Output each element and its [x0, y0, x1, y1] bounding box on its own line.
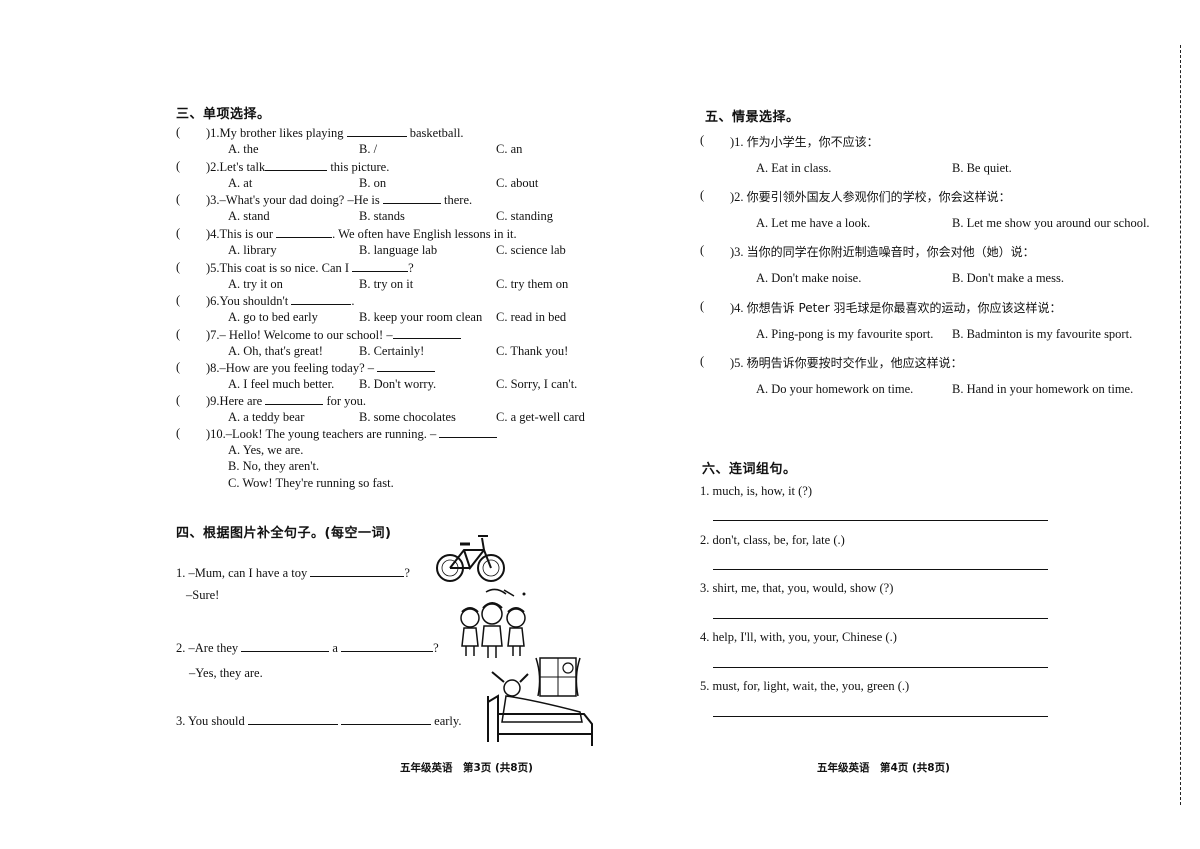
option-a: A. Let me have a look.	[756, 216, 871, 230]
binding-dashed-line	[1180, 45, 1187, 805]
answer-blank[interactable]	[439, 426, 498, 438]
option-c: C. about	[496, 176, 539, 190]
section-5-title: 五、情景选择。	[705, 110, 800, 125]
answer-blank[interactable]	[341, 713, 432, 725]
option-b: B. language lab	[359, 243, 438, 257]
answer-blank[interactable]	[276, 226, 333, 238]
answer-paren[interactable]: (	[176, 260, 181, 274]
option-a: A. at	[228, 176, 253, 190]
option-c: C. a get-well card	[496, 410, 585, 424]
children-picture	[460, 588, 526, 658]
answer-paren[interactable]: (	[700, 354, 705, 368]
option-a: A. try it on	[228, 277, 283, 291]
option-b: B. try on it	[359, 277, 414, 291]
answer-paren[interactable]: (	[176, 327, 181, 341]
answer-line-1[interactable]	[713, 520, 1048, 521]
option-a: A. Ping-pong is my favourite sport.	[756, 327, 934, 341]
answer-paren[interactable]: (	[176, 192, 181, 206]
answer-line-3[interactable]	[713, 618, 1048, 619]
option-c: C. read in bed	[496, 310, 567, 324]
answer-paren[interactable]: (	[176, 393, 181, 407]
right-page: 五、情景选择。 ( )1. 作为小学生，你不应该： A. Eat in clas…	[700, 0, 1170, 849]
answer-blank[interactable]	[382, 192, 441, 204]
sentence-words-1: 1. much, is, how, it (?)	[700, 484, 813, 498]
answer-blank[interactable]	[392, 327, 461, 339]
answer-paren[interactable]: (	[176, 125, 181, 139]
option-b: B. Don't worry.	[359, 377, 437, 391]
picture-question-3: 3. You should early.	[176, 713, 462, 728]
option-b: B. No, they aren't.	[228, 459, 320, 473]
answer-blank[interactable]	[346, 125, 407, 137]
option-a: A. go to bed early	[228, 310, 318, 324]
answer-blank[interactable]	[241, 640, 330, 652]
answer-paren[interactable]: (	[700, 299, 705, 313]
option-a: A. a teddy bear	[228, 410, 305, 424]
option-c: C. Wow! They're running so fast.	[228, 476, 394, 490]
answer-blank[interactable]	[265, 159, 328, 171]
option-b: B. Let me show you around our school.	[952, 216, 1150, 230]
answer-blank[interactable]	[377, 360, 436, 372]
page-footer: 五年级英语 第4页 (共8页)	[817, 762, 950, 774]
sentence-words-2: 2. don't, class, be, for, late (.)	[700, 533, 845, 547]
option-c: C. Sorry, I can't.	[496, 377, 578, 391]
answer-blank[interactable]	[291, 293, 352, 305]
sentence-words-3: 3. shirt, me, that, you, would, show (?)	[700, 581, 894, 595]
answer-paren[interactable]: (	[700, 243, 705, 257]
option-a: A. I feel much better.	[228, 377, 335, 391]
option-a: A. library	[228, 243, 277, 257]
option-b: B. some chocolates	[359, 410, 456, 424]
section-4-title: 四、根据图片补全句子。(每空一词)	[176, 526, 392, 541]
answer-paren[interactable]: (	[176, 159, 181, 173]
answer-paren[interactable]: (	[700, 133, 705, 147]
picture-question-1: 1. –Mum, can I have a toy ?	[176, 565, 410, 580]
answer-paren[interactable]: (	[176, 426, 181, 440]
option-b: B. Badminton is my favourite sport.	[952, 327, 1133, 341]
answer-line-4[interactable]	[713, 667, 1048, 668]
sentence-words-5: 5. must, for, light, wait, the, you, gre…	[700, 679, 910, 693]
option-b: B. Be quiet.	[952, 161, 1012, 175]
answer-paren[interactable]: (	[176, 360, 181, 374]
option-a: A. Don't make noise.	[756, 271, 862, 285]
answer-paren[interactable]: (	[176, 226, 181, 240]
option-b: B. Hand in your homework on time.	[952, 382, 1134, 396]
option-b: B. keep your room clean	[359, 310, 483, 324]
picture-question-2: 2. –Are they a ?	[176, 640, 439, 655]
option-c: C. Thank you!	[496, 344, 569, 358]
answer-blank[interactable]	[352, 260, 409, 272]
picture-answer-2: –Yes, they are.	[189, 666, 263, 680]
left-page: 三、单项选择。 ( )1.My brother likes playing ba…	[176, 0, 616, 849]
bed-picture	[487, 657, 593, 746]
option-a: A. Yes, we are.	[228, 443, 304, 457]
option-c: C. science lab	[496, 243, 566, 257]
option-b: B. stands	[359, 209, 405, 223]
option-c: C. try them on	[496, 277, 569, 291]
answer-paren[interactable]: (	[700, 188, 705, 202]
answer-blank[interactable]	[341, 640, 434, 652]
answer-line-5[interactable]	[713, 716, 1048, 717]
option-b: B. /	[359, 142, 378, 156]
option-b: B. on	[359, 176, 387, 190]
page-footer: 五年级英语 第3页 (共8页)	[400, 762, 533, 774]
option-b: B. Certainly!	[359, 344, 425, 358]
section-3-title: 三、单项选择。	[176, 107, 271, 122]
option-b: B. Don't make a mess.	[952, 271, 1064, 285]
answer-blank[interactable]	[310, 565, 405, 577]
option-a: A. Do your homework on time.	[756, 382, 914, 396]
option-c: C. standing	[496, 209, 553, 223]
answer-blank[interactable]	[247, 713, 338, 725]
option-a: A. Oh, that's great!	[228, 344, 323, 358]
picture-answer-1: –Sure!	[186, 588, 220, 602]
option-a: A. the	[228, 142, 259, 156]
section-6-title: 六、连词组句。	[702, 462, 797, 477]
answer-blank[interactable]	[265, 393, 324, 405]
answer-line-2[interactable]	[713, 569, 1048, 570]
answer-paren[interactable]: (	[176, 293, 181, 307]
sentence-words-4: 4. help, I'll, with, you, your, Chinese …	[700, 630, 897, 644]
option-a: A. Eat in class.	[756, 161, 832, 175]
bicycle-picture	[436, 535, 505, 582]
option-a: A. stand	[228, 209, 270, 223]
option-c: C. an	[496, 142, 523, 156]
